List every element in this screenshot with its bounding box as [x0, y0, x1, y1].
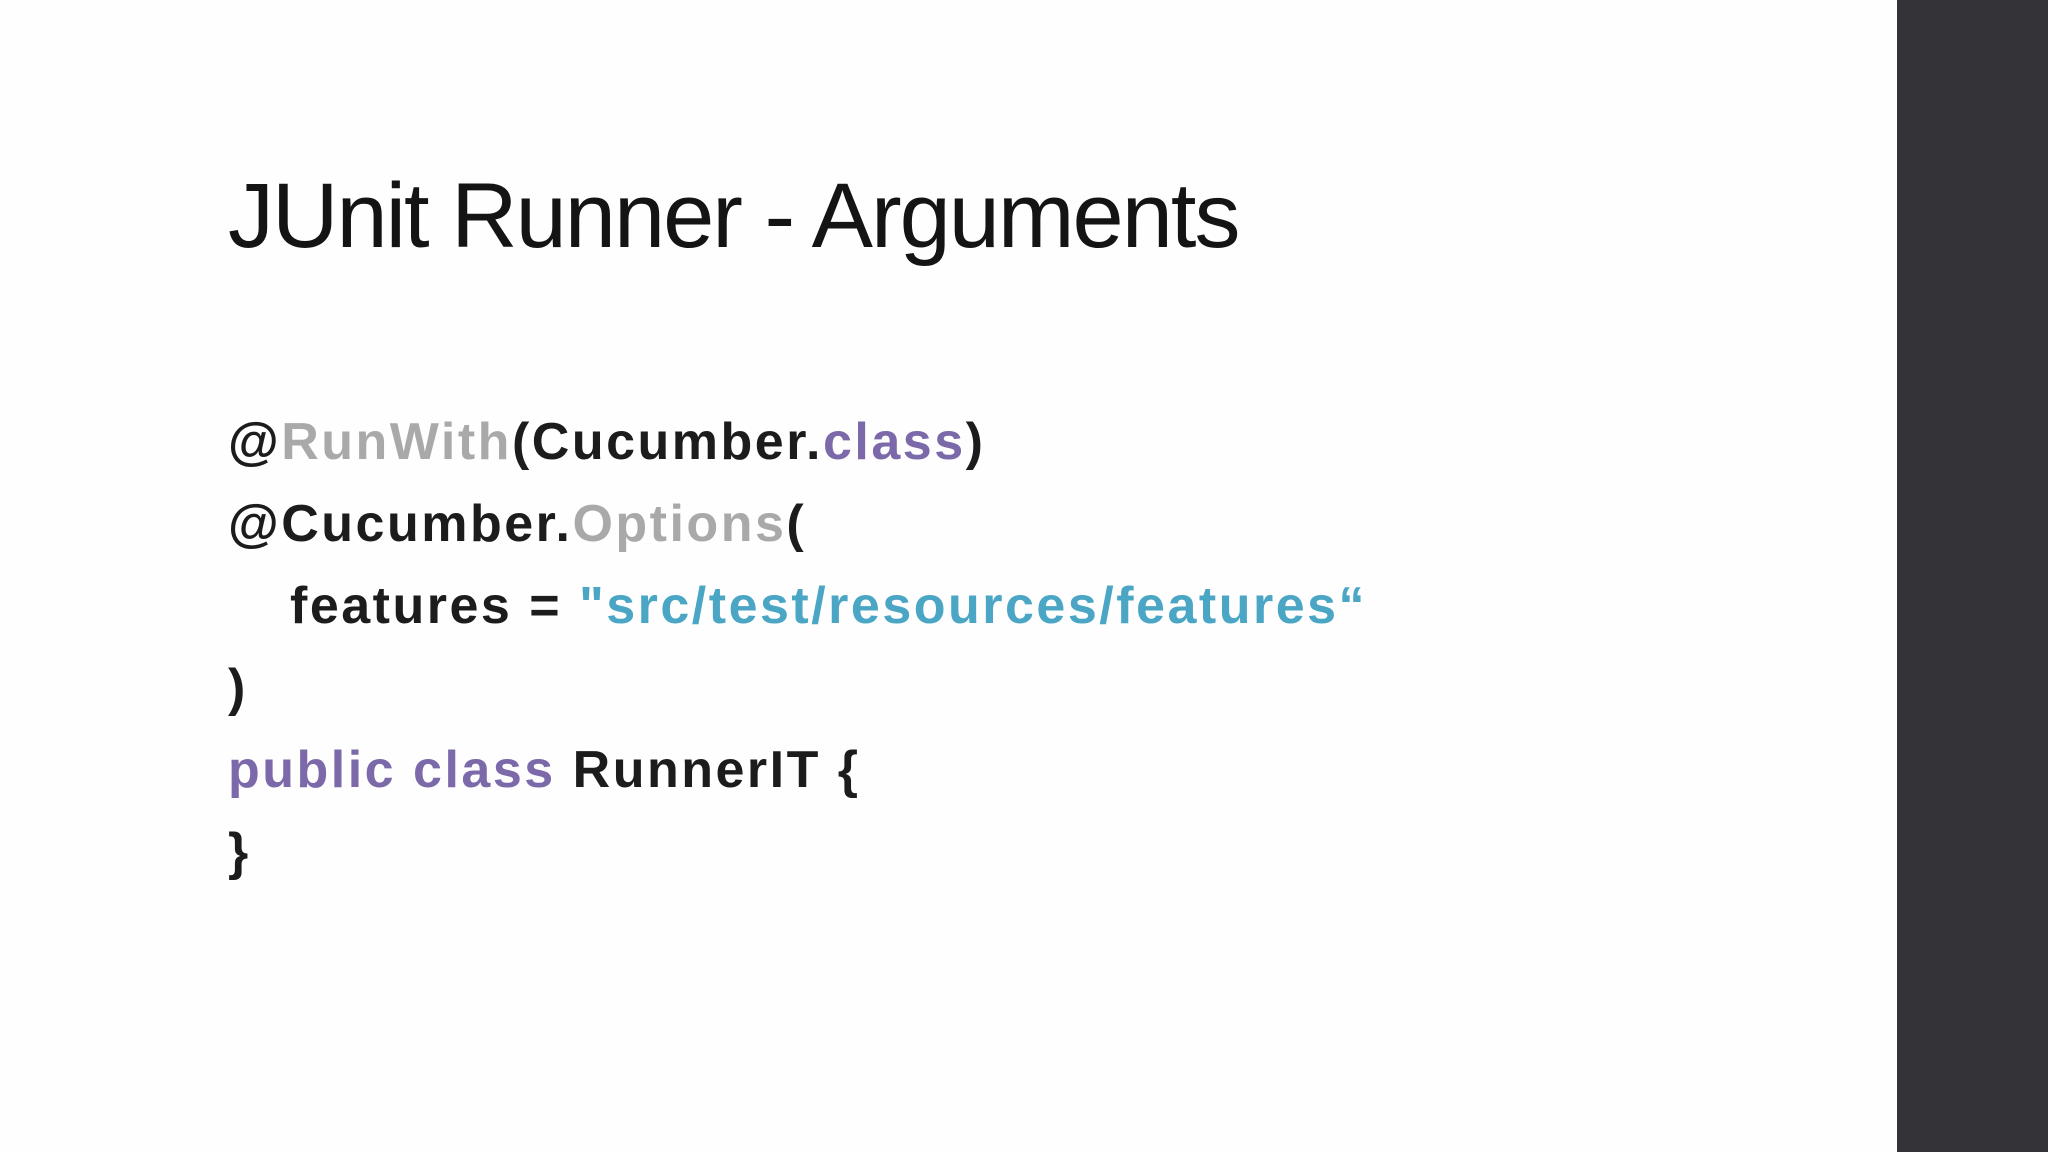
- code-token-black: (Cucumber.: [511, 413, 824, 471]
- code-line: @Cucumber.Options(: [228, 483, 1367, 565]
- right-letterbox-strip: [1897, 0, 2048, 1152]
- code-line: }: [228, 811, 1367, 893]
- code-token-black: }: [228, 823, 251, 881]
- code-token-purple: public class: [228, 741, 573, 799]
- code-line: public class RunnerIT {: [228, 729, 1367, 811]
- slide-title: JUnit Runner - Arguments: [228, 165, 1240, 267]
- code-line: ): [228, 647, 1367, 729]
- code-token-string-teal: "src/test/resources/features“: [579, 577, 1368, 635]
- code-token-black: RunnerIT {: [572, 741, 861, 799]
- code-token-black: features =: [290, 577, 580, 635]
- code-token-gray: RunWith: [281, 413, 512, 471]
- code-token-black: (: [786, 495, 807, 553]
- code-line: features = "src/test/resources/features“: [228, 565, 1367, 647]
- presentation-slide: JUnit Runner - Arguments @RunWith(Cucumb…: [228, 165, 1367, 893]
- code-token-black: @: [228, 413, 282, 471]
- code-line: @RunWith(Cucumber.class): [228, 401, 1367, 483]
- code-block: @RunWith(Cucumber.class)@Cucumber.Option…: [228, 401, 1367, 893]
- code-token-purple: class: [823, 413, 966, 471]
- code-token-black: @Cucumber.: [228, 495, 573, 553]
- code-token-gray: Options: [572, 495, 787, 553]
- code-token-black: ): [228, 659, 248, 717]
- code-token-black: ): [965, 413, 986, 471]
